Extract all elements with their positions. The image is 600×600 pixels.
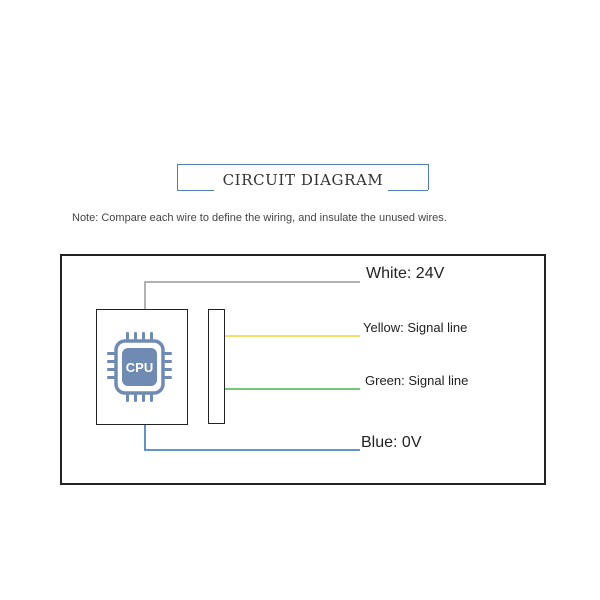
cpu-label: CPU bbox=[126, 360, 153, 375]
cpu-module-box: CPU bbox=[96, 309, 188, 425]
wire-label-yellow: Yellow: Signal line bbox=[363, 320, 468, 335]
wire-white bbox=[144, 281, 360, 309]
wire-label-white: White: 24V bbox=[366, 265, 445, 282]
cpu-chip-icon: CPU bbox=[107, 332, 172, 402]
title-frame bbox=[177, 164, 429, 190]
title-frame-bottom-right bbox=[388, 190, 428, 191]
diagram-frame bbox=[60, 254, 546, 485]
title-frame-top bbox=[177, 164, 428, 165]
wire-label-blue: Blue: 0V bbox=[361, 434, 422, 451]
wiring-note: Note: Compare each wire to define the wi… bbox=[72, 212, 447, 224]
wire-connector-bar bbox=[208, 309, 225, 424]
diagram-title: CIRCUIT DIAGRAM bbox=[222, 171, 384, 189]
wire-blue bbox=[144, 423, 360, 451]
title-frame-bottom-left bbox=[177, 190, 214, 191]
wire-label-green: Green: Signal line bbox=[365, 373, 469, 388]
